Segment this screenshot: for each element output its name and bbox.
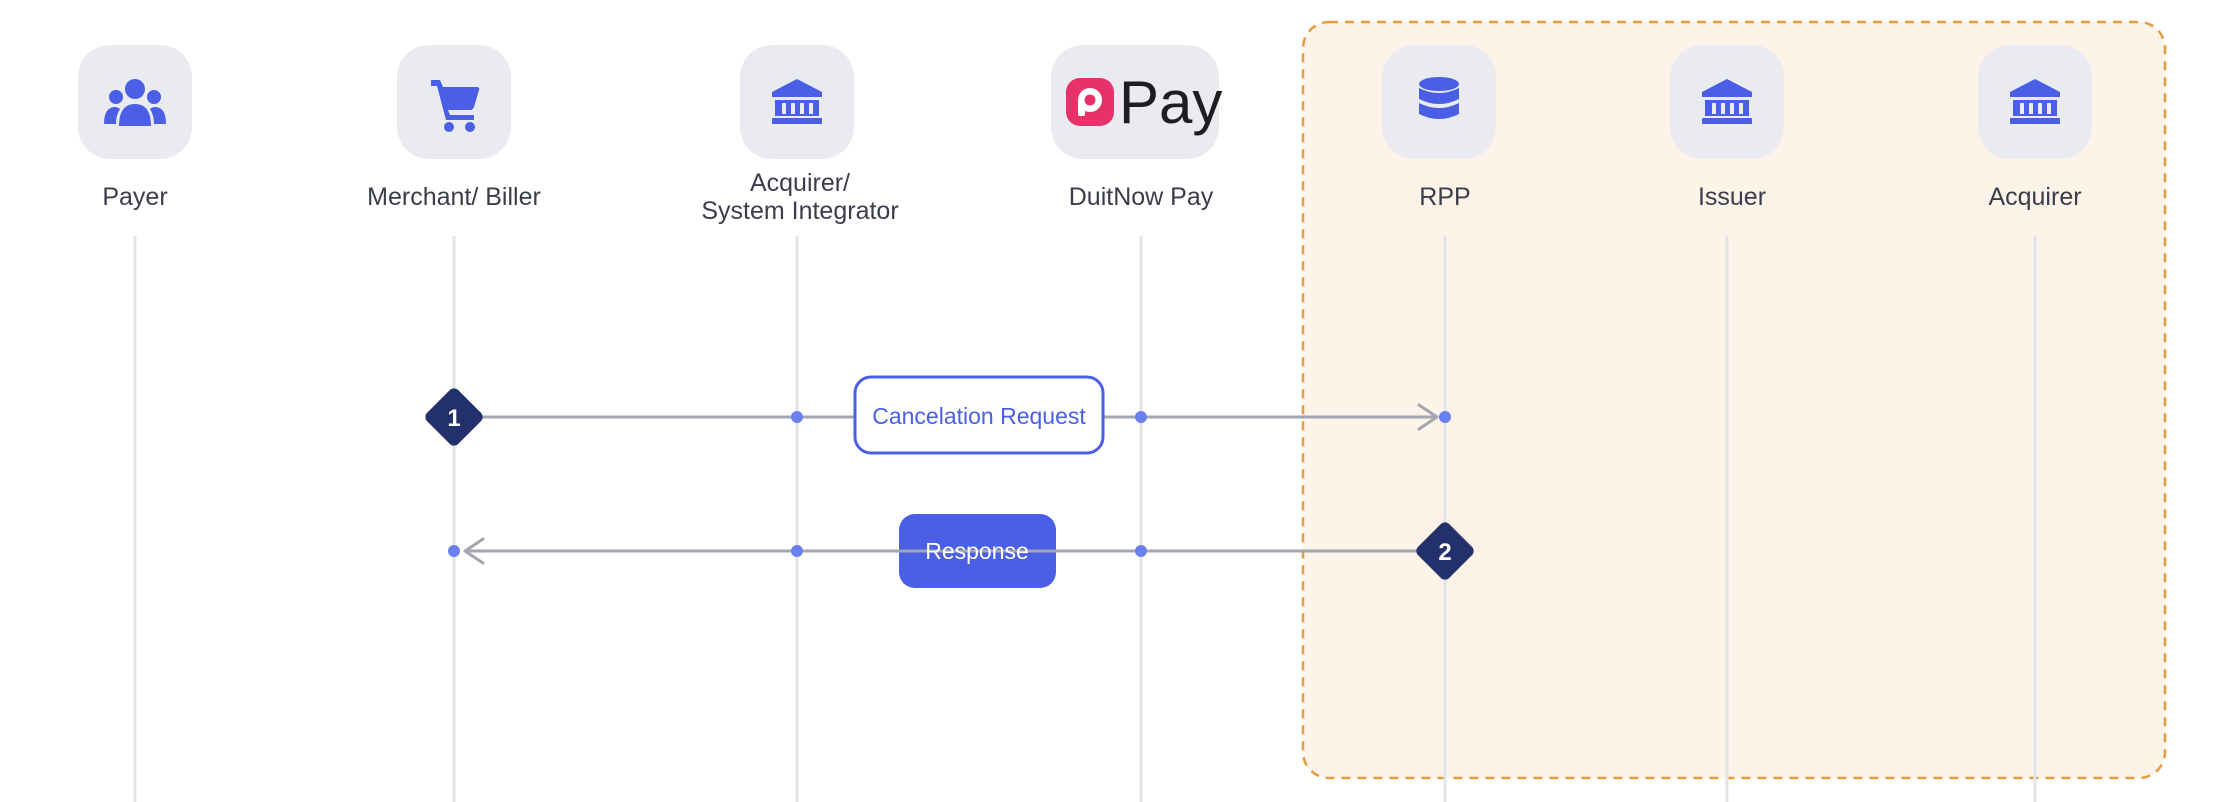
actor-merchant: Merchant/ Biller [367, 45, 541, 211]
duitnow-logo: Pay [1066, 69, 1222, 136]
message-cancelation-request: Cancelation Request 1 [425, 375, 1451, 455]
actor-label-acquirer-si-line2: System Integrator [701, 197, 898, 225]
shopping-cart-icon [431, 80, 480, 132]
waypoint-dot [1135, 411, 1147, 423]
waypoint-dot [448, 545, 460, 557]
actor-payer: Payer [78, 45, 192, 211]
actor-acquirer-si: Acquirer/ System Integrator [701, 45, 899, 225]
message-2-label: Response [925, 538, 1029, 564]
users-icon [104, 79, 166, 126]
step-number: 1 [447, 405, 460, 432]
actor-label-merchant: Merchant/ Biller [367, 183, 541, 211]
icon-tile [1051, 45, 1219, 159]
waypoint-dot [791, 411, 803, 423]
actor-acquirer: Acquirer [1978, 45, 2092, 211]
actor-label-issuer: Issuer [1698, 183, 1766, 211]
waypoint-dot [791, 545, 803, 557]
message-response: Response 2 [448, 514, 1474, 588]
actor-duitnow: Pay DuitNow Pay [1051, 45, 1222, 211]
actor-issuer: Issuer [1670, 45, 1784, 211]
actor-label-acquirer: Acquirer [1988, 183, 2081, 211]
actor-label-payer: Payer [102, 183, 167, 211]
waypoint-dot [1439, 411, 1451, 423]
network-zone [1301, 20, 2167, 780]
arrowhead-left-icon [463, 537, 485, 565]
actor-label-acquirer-si-line1: Acquirer/ [750, 169, 850, 197]
message-1-label-box [853, 375, 1105, 455]
actor-rpp: RPP [1382, 45, 1496, 211]
arrowhead-right-icon [1417, 403, 1439, 431]
message-1-label: Cancelation Request [872, 403, 1086, 429]
lifelines [133, 236, 2037, 802]
icon-tile [78, 45, 192, 159]
step-badge-1: 1 [425, 388, 483, 446]
duitnow-logo-text: Pay [1119, 69, 1222, 136]
step-number: 2 [1438, 539, 1451, 566]
actor-label-rpp: RPP [1419, 183, 1470, 211]
step-badge-2: 2 [1416, 522, 1474, 580]
database-icon [1419, 77, 1459, 119]
actor-label-duitnow: DuitNow Pay [1069, 183, 1214, 211]
waypoint-dot [1135, 545, 1147, 557]
